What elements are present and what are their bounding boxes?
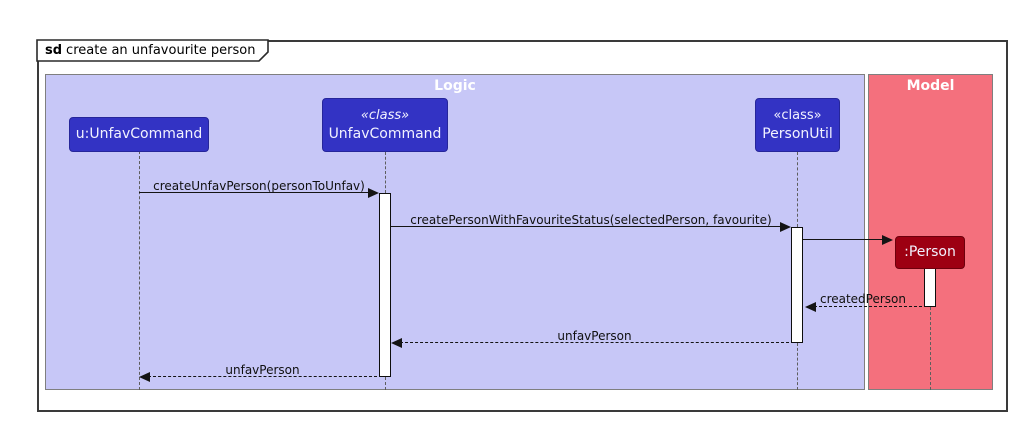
- participant-stereotype: «class»: [360, 107, 410, 123]
- arrowhead-right-icon: [780, 222, 791, 232]
- participant-unfavcommand: «class» UnfavCommand: [322, 98, 448, 152]
- lifeline-person: [930, 307, 931, 390]
- lifeline-unfavcommand-top: [385, 152, 386, 193]
- participant-personutil: «class» PersonUtil: [755, 98, 840, 152]
- lifeline-u-unfavcommand: [139, 151, 140, 390]
- message-line-create-unfav-person: [139, 192, 374, 193]
- message-label-create-person-with-favourite-status: createPersonWithFavouriteStatus(selected…: [410, 213, 772, 227]
- message-label-unfav-person-return-2: unfavPerson: [225, 363, 300, 377]
- arrowhead-right-icon: [368, 188, 379, 198]
- message-label-unfav-person-return-1: unfavPerson: [557, 329, 632, 343]
- logic-frame-label: Logic: [434, 78, 476, 94]
- activation-personutil: [791, 227, 803, 343]
- message-line-create-person: [803, 239, 885, 240]
- model-frame-label: Model: [906, 78, 955, 94]
- sd-keyword: sd: [45, 43, 63, 58]
- participant-u-unfavcommand: u:UnfavCommand: [69, 117, 209, 152]
- arrowhead-left-icon: [805, 302, 816, 312]
- participant-name: UnfavCommand: [328, 125, 442, 142]
- lifeline-personutil-top: [797, 152, 798, 227]
- participant-name: u:UnfavCommand: [75, 126, 203, 142]
- arrowhead-left-icon: [391, 338, 402, 348]
- message-line-unfav-person-return-2: [148, 376, 377, 377]
- title-tab-shape: [36, 39, 269, 62]
- lifeline-personutil-bottom: [797, 343, 798, 390]
- arrowhead-left-icon: [139, 372, 150, 382]
- activation-unfavcommand: [379, 193, 391, 377]
- arrowhead-right-icon: [882, 235, 893, 245]
- activation-person: [924, 267, 936, 307]
- diagram-title-text: create an unfavourite person: [66, 43, 256, 58]
- message-line-create-person-with-favourite-status: [391, 226, 784, 227]
- lifeline-unfavcommand-bottom: [385, 377, 386, 390]
- participant-person: :Person: [895, 236, 965, 269]
- message-line-unfav-person-return-1: [400, 342, 789, 343]
- participant-stereotype: «class»: [773, 107, 822, 123]
- participant-name: :Person: [904, 244, 956, 260]
- message-label-create-unfav-person: createUnfavPerson(personToUnfav): [153, 179, 365, 193]
- message-label-created-person: createdPerson: [819, 292, 907, 306]
- participant-name: PersonUtil: [762, 125, 833, 142]
- message-line-created-person: [814, 306, 922, 307]
